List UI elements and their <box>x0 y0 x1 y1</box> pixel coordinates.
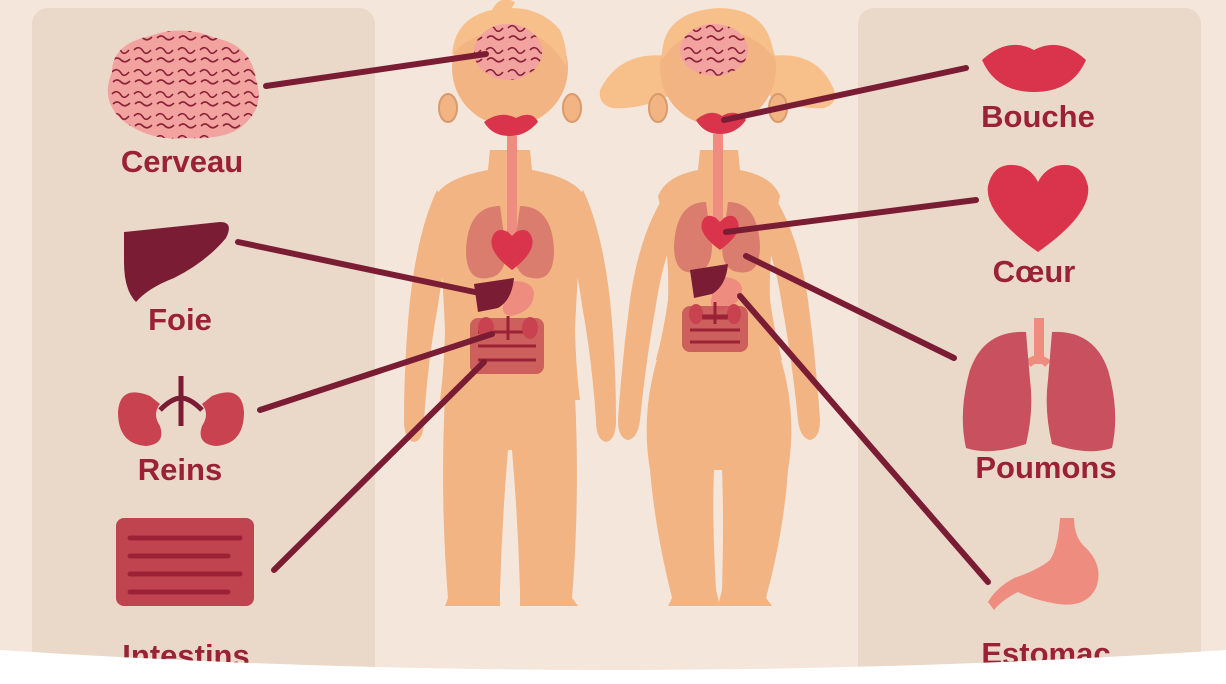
label-coeur: Cœur <box>993 254 1076 289</box>
label-foie: Foie <box>148 302 212 337</box>
label-poumons: Poumons <box>975 450 1116 485</box>
intestines-icon <box>116 518 254 606</box>
label-reins: Reins <box>138 452 222 487</box>
brain-icon <box>108 30 259 138</box>
label-bouche: Bouche <box>981 99 1095 134</box>
label-cerveau: Cerveau <box>121 144 243 179</box>
